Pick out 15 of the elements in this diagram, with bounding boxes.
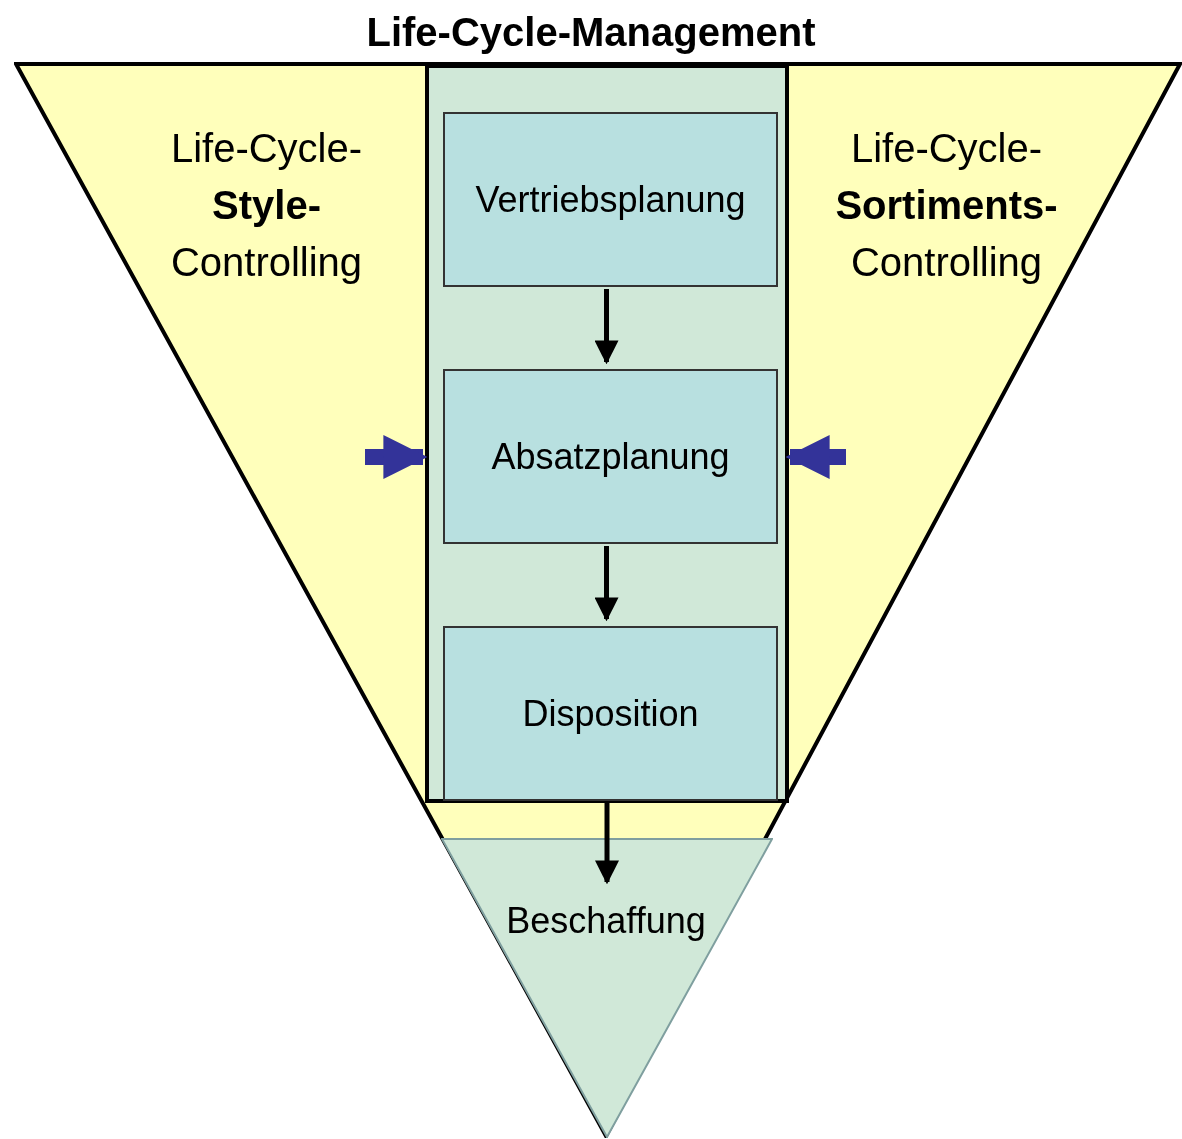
process-column [425,64,789,803]
controlling-label: Life-Cycle- Style- Controlling [169,125,364,286]
controlling-label: Life-Cycle- Sortiments- Controlling [834,125,1059,286]
arrow [365,435,428,479]
arrow [594,289,619,365]
node-text: Vertriebsplanung [475,177,746,222]
node-text: Disposition [522,691,699,736]
funnel-triangle [14,62,1182,1138]
arrow [785,435,846,479]
procurement-triangle [441,838,773,1138]
arrow [595,803,619,885]
node-text: Absatzplanung [491,434,730,479]
diagram-title: Life-Cycle-Management [365,9,817,56]
node-text: Beschaffung [505,899,707,943]
arrow [594,546,619,622]
